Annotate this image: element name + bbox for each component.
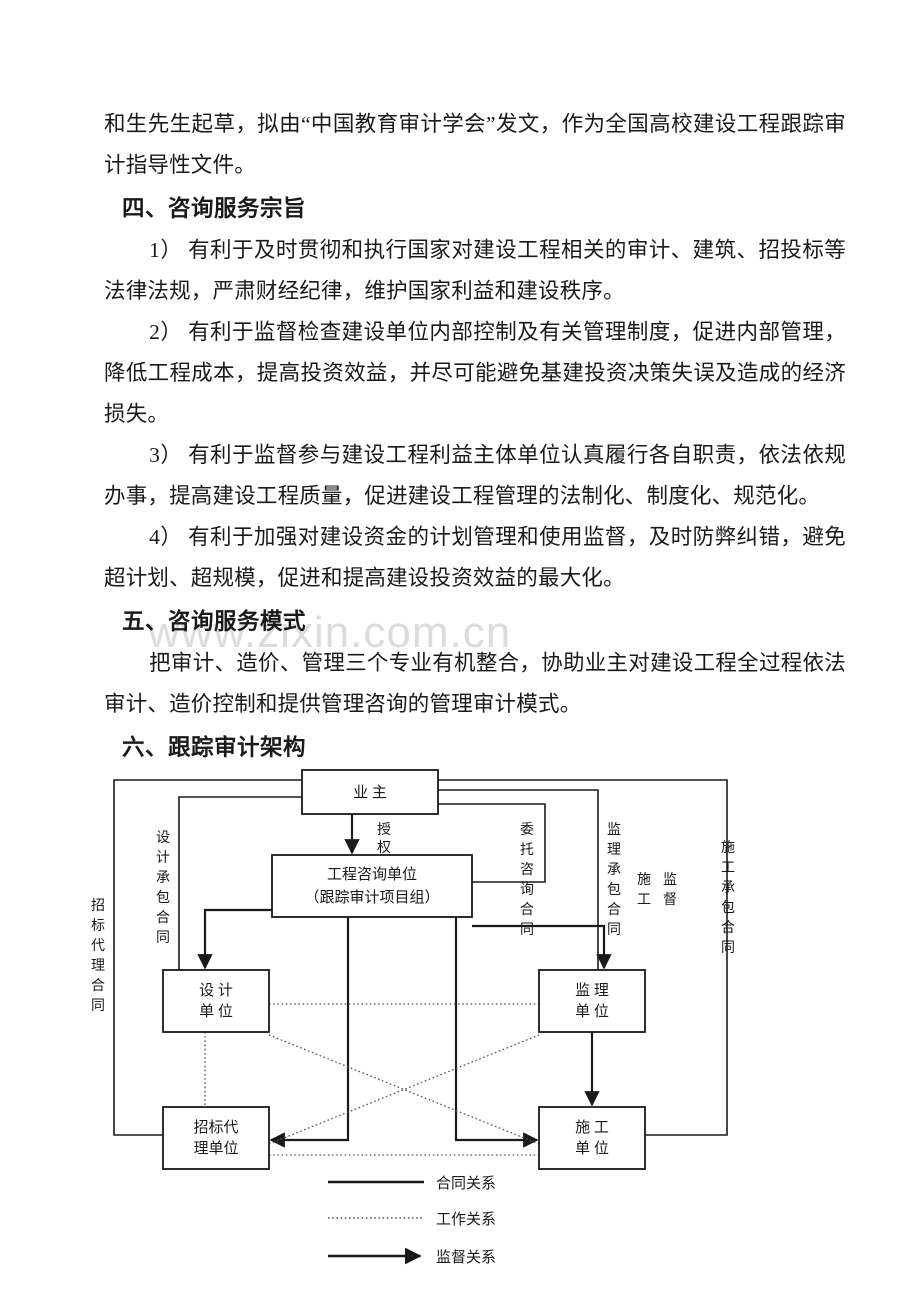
node-consultant: 工程咨询单位 （跟踪审计项目组）	[271, 854, 473, 918]
svg-text:合: 合	[721, 920, 735, 936]
section-heading-5: 五、咨询服务模式	[122, 609, 307, 635]
section-heading-4: 四、咨询服务宗旨	[122, 196, 307, 222]
edge-label-design-contract: 设 计 承 包 合 同	[156, 830, 170, 946]
legend-label-work: 工作关系	[436, 1211, 496, 1228]
svg-text:合: 合	[520, 902, 534, 918]
edge-label-supervision-contract: 监 理 承 包 合 同	[607, 822, 621, 938]
legend-label-contract: 合同关系	[436, 1175, 496, 1192]
svg-text:设: 设	[156, 830, 170, 846]
edge-consult-contract	[438, 803, 546, 883]
edge-consultant-to-supervision	[472, 924, 612, 970]
svg-text:招: 招	[91, 898, 105, 914]
edge-label-supervise: 监 督	[663, 872, 677, 908]
svg-text:权: 权	[377, 840, 391, 856]
svg-text:施: 施	[637, 872, 651, 888]
edge-construction-contract	[438, 779, 728, 1136]
svg-text:合: 合	[156, 910, 170, 926]
svg-text:授: 授	[377, 822, 391, 838]
svg-text:施: 施	[721, 840, 735, 856]
node-owner: 业 主	[301, 769, 439, 815]
edge-design-contractor-dotted	[268, 1034, 540, 1145]
svg-text:标: 标	[91, 918, 105, 934]
svg-text:承: 承	[156, 870, 170, 886]
edge-consultant-to-contractor	[454, 917, 539, 1148]
svg-text:包: 包	[156, 890, 170, 906]
edge-consultant-to-bidagent	[269, 917, 350, 1148]
section-heading-6: 六、跟踪审计架构	[122, 735, 307, 761]
svg-text:合: 合	[607, 902, 621, 918]
svg-text:监: 监	[663, 872, 677, 888]
edge-label-construction-contract: 施 工 承 包 合 同	[721, 840, 735, 956]
node-contractor-label-line2: 单 位	[575, 1140, 609, 1157]
edge-label-authorize: 授 权	[377, 822, 391, 856]
tracking-audit-structure-diagram: 业 主 工程咨询单位 （跟踪审计项目组） 设 计 单 位 监 理 单 位	[0, 752, 920, 1302]
node-contractor-label-line1: 施 工	[575, 1119, 609, 1136]
svg-text:工: 工	[721, 861, 735, 876]
node-supervision: 监 理 单 位	[538, 969, 646, 1033]
node-bid-agent-label-line1: 招标代	[193, 1119, 238, 1136]
svg-text:承: 承	[607, 862, 621, 878]
section-5-paragraph: 把审计、造价、管理三个专业有机整合，协助业主对建设工程全过程依法审计、造价控制和…	[104, 651, 846, 716]
svg-text:托: 托	[520, 842, 534, 858]
svg-text:委: 委	[520, 822, 534, 838]
continuation-paragraph: 和生先生起草，拟由“中国教育审计学会”发文，作为全国高校建设工程跟踪审计指导性文…	[104, 112, 846, 177]
section-4-item-1: 1） 有利于及时贯彻和执行国家对建设工程相关的审计、建筑、招投标等法律法规，严肃…	[104, 238, 846, 303]
edge-bidagent-supervision-dotted	[268, 1034, 540, 1145]
svg-text:同: 同	[607, 923, 621, 938]
section-4-item-3: 3） 有利于监督参与建设工程利益主体单位认真履行各自职责，依法依规办事，提高建设…	[104, 443, 846, 508]
edge-label-construction: 施 工	[637, 872, 651, 908]
svg-text:包: 包	[721, 900, 735, 916]
node-bid-agent-label-line2: 理单位	[193, 1140, 238, 1157]
svg-text:同: 同	[91, 999, 105, 1014]
svg-text:合: 合	[91, 978, 105, 994]
edge-supervision-contract	[438, 789, 599, 970]
diagram-legend: 合同关系 工作关系 监督关系	[328, 1175, 496, 1266]
node-design-label-line1: 设 计	[199, 982, 233, 999]
svg-text:理: 理	[91, 959, 105, 974]
node-supervision-label-line1: 监 理	[575, 982, 609, 999]
svg-text:同: 同	[520, 923, 534, 938]
document-text-body: 和生先生起草，拟由“中国教育审计学会”发文，作为全国高校建设工程跟踪审计指导性文…	[104, 104, 846, 769]
svg-text:工: 工	[637, 893, 651, 908]
edge-design-contract	[178, 796, 302, 970]
section-4-item-2: 2） 有利于监督检查建设单位内部控制及有关管理制度，促进内部管理，降低工程成本，…	[104, 320, 846, 426]
svg-text:同: 同	[156, 931, 170, 946]
node-supervision-label-line2: 单 位	[575, 1003, 609, 1020]
node-owner-label: 业 主	[353, 784, 387, 801]
svg-text:同: 同	[721, 941, 735, 956]
edge-bid-agency-contract	[113, 779, 302, 1136]
svg-text:包: 包	[607, 882, 621, 898]
svg-text:理: 理	[607, 843, 621, 858]
node-consultant-label-line1: 工程咨询单位	[327, 866, 417, 883]
edge-label-consult-contract: 委 托 咨 询 合 同	[520, 822, 534, 938]
svg-text:咨: 咨	[520, 862, 534, 878]
watermark: www.zixin.com.cn	[148, 608, 512, 657]
svg-text:承: 承	[721, 880, 735, 896]
section-4-item-4: 4） 有利于加强对建设资金的计划管理和使用监督，及时防弊纠错，避免超计划、超规模…	[104, 525, 846, 590]
edge-consultant-to-design	[197, 908, 272, 970]
legend-label-supervise: 监督关系	[436, 1249, 496, 1266]
svg-text:监: 监	[607, 822, 621, 838]
svg-text:计: 计	[156, 850, 170, 866]
svg-text:督: 督	[663, 892, 677, 908]
node-bid-agent: 招标代 理单位	[162, 1106, 270, 1170]
svg-text:代: 代	[91, 938, 105, 954]
svg-text:询: 询	[520, 882, 534, 898]
node-design-label-line2: 单 位	[199, 1003, 233, 1020]
node-design: 设 计 单 位	[162, 969, 270, 1033]
node-consultant-label-line2: （跟踪审计项目组）	[304, 889, 439, 906]
edge-label-bid-agency-contract: 招 标 代 理 合 同	[91, 898, 105, 1014]
node-contractor: 施 工 单 位	[538, 1106, 646, 1170]
